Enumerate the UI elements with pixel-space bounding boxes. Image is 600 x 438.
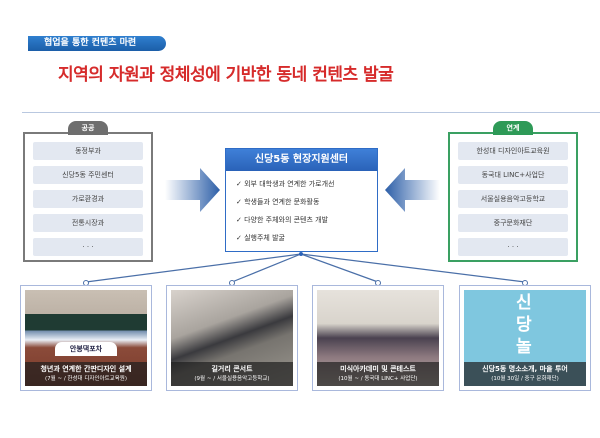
- public-item: 동정부과: [33, 142, 143, 160]
- photo-card-concert: 길거리 콘서트 (9월 ~ / 서울실용음악고등학교): [166, 285, 298, 391]
- support-center-box: 신당5동 현장지원센터 ✓ 외부 대학생과 연계한 가로개선 ✓ 학생들과 연계…: [225, 148, 378, 252]
- center-item: ✓ 다양한 주체와의 콘텐츠 개발: [236, 216, 329, 224]
- photo-subtitle: (9월 ~ / 서울실용음악고등학교): [194, 376, 270, 382]
- public-item: 신당5동 주민센터: [33, 166, 143, 184]
- section-label: 협업을 통한 컨텐츠 마련: [28, 36, 166, 51]
- public-item: 전통시장과: [33, 214, 143, 232]
- partner-box: 연계 한성대 디자인아트교육원 동국대 LINC+사업단 서울실용음악고등학교 …: [448, 121, 578, 262]
- partner-item: 동국대 LINC+사업단: [458, 166, 568, 184]
- photo-title: 신당5동 명소소개, 마을 투어: [482, 365, 568, 373]
- partner-item: · · ·: [458, 238, 568, 256]
- page-title: 지역의 자원과 정체성에 기반한 동네 컨텐츠 발굴: [58, 65, 394, 85]
- center-item: ✓ 외부 대학생과 연계한 가로개선: [236, 180, 335, 188]
- arrow-left-icon: [385, 168, 440, 212]
- photo-card-cooking: 미식아카데미 및 콘테스트 (10월 ~ / 동국대 LINC+ 사업단): [312, 285, 444, 391]
- partner-item: 서울실용음악고등학교: [458, 190, 568, 208]
- public-item: 가로환경과: [33, 190, 143, 208]
- partner-item: 중구문화재단: [458, 214, 568, 232]
- photo-subtitle: (7월 ~ / 한성대 디자인아트교육원): [45, 376, 127, 382]
- cooking-photo: 미식아카데미 및 콘테스트 (10월 ~ / 동국대 LINC+ 사업단): [317, 290, 439, 386]
- photo-title: 미식아카데미 및 콘테스트: [340, 365, 416, 373]
- poster-text: 신당놀: [516, 293, 532, 357]
- partner-item: 한성대 디자인아트교육원: [458, 142, 568, 160]
- center-item: ✓ 실행주체 발굴: [236, 234, 285, 242]
- tour-poster: 신당놀 신당5동 명소소개, 마을 투어 (10월 30일 / 중구 문화재단): [464, 290, 586, 386]
- partner-tag: 연계: [493, 121, 533, 135]
- concert-photo: 길거리 콘서트 (9월 ~ / 서울실용음악고등학교): [171, 290, 293, 386]
- photo-subtitle: (10월 ~ / 동국대 LINC+ 사업단): [338, 376, 418, 382]
- photo-title: 길거리 콘서트: [211, 365, 253, 373]
- center-item: ✓ 학생들과 연계한 문화활동: [236, 198, 320, 206]
- divider: [22, 112, 600, 113]
- photo-card-signage: 안봉댁포차 청년과 연계한 간판디자인 설계 (7월 ~ / 한성대 디자인아트교…: [20, 285, 152, 391]
- arrow-right-icon: [165, 168, 220, 212]
- signage-photo: 안봉댁포차 청년과 연계한 간판디자인 설계 (7월 ~ / 한성대 디자인아트교…: [25, 290, 147, 386]
- photo-subtitle: (10월 30일 / 중구 문화재단): [491, 376, 559, 382]
- photo-title: 청년과 연계한 간판디자인 설계: [40, 365, 132, 373]
- public-box: 공공 동정부과 신당5동 주민센터 가로환경과 전통시장과 · · ·: [23, 121, 153, 262]
- public-item: · · ·: [33, 238, 143, 256]
- photo-card-tour: 신당놀 신당5동 명소소개, 마을 투어 (10월 30일 / 중구 문화재단): [459, 285, 591, 391]
- center-title: 신당5동 현장지원센터: [226, 149, 377, 171]
- sign-text: 안봉댁포차: [55, 342, 117, 356]
- public-tag: 공공: [68, 121, 108, 135]
